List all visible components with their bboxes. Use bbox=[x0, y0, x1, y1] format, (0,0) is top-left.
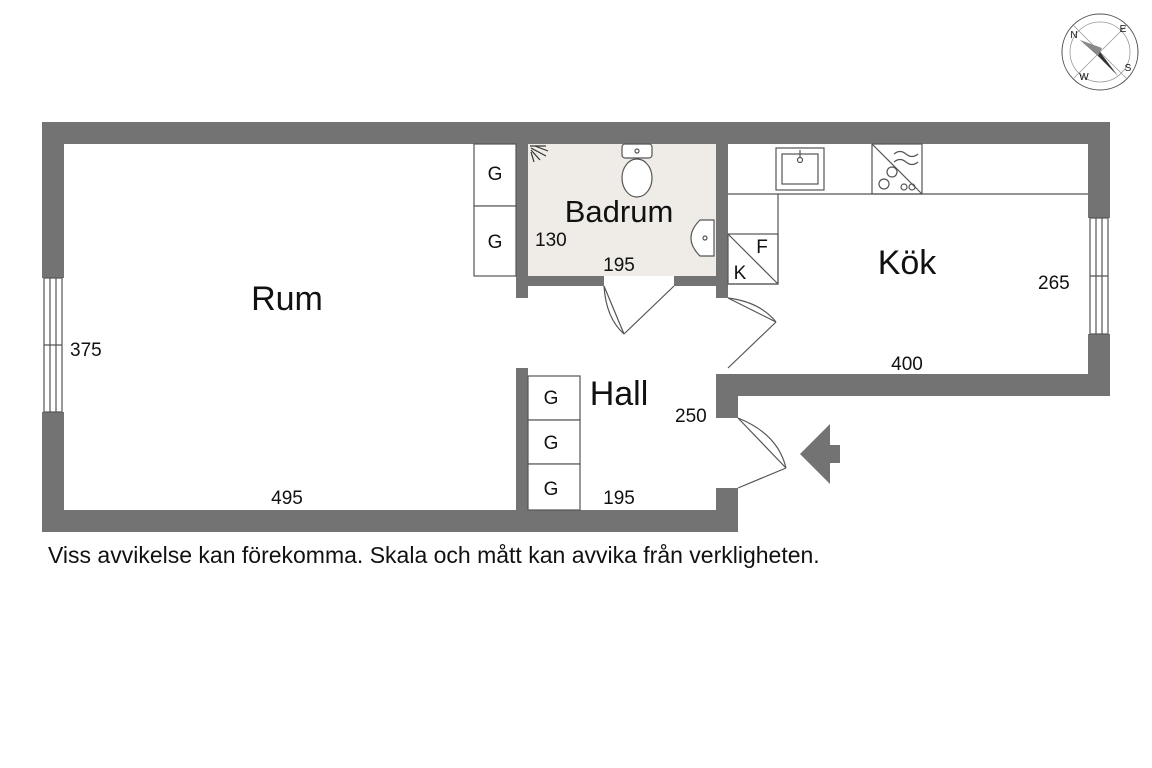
wall-kitchen-bottom bbox=[716, 374, 1110, 396]
dimension-rum-width: 495 bbox=[271, 488, 303, 509]
room-label-rum: Rum bbox=[251, 280, 323, 318]
wall-hall-right-upper bbox=[716, 374, 738, 418]
wall-bottom bbox=[42, 510, 738, 532]
compass-icon: N E S W bbox=[1061, 13, 1139, 91]
doors bbox=[603, 285, 787, 489]
dimension-rum-height: 375 bbox=[70, 340, 102, 361]
wall-left-lower bbox=[42, 412, 64, 532]
compass-west: W bbox=[1079, 72, 1089, 83]
dimension-badrum-height: 130 bbox=[535, 230, 567, 251]
storage-label: G bbox=[544, 433, 559, 454]
storage-rum-1 bbox=[473, 143, 517, 207]
storage-hall-3 bbox=[527, 463, 581, 511]
stove-icon bbox=[871, 143, 923, 195]
shower-icon bbox=[530, 145, 549, 163]
dimension-badrum-width: 195 bbox=[603, 255, 635, 276]
storage-label: G bbox=[544, 388, 559, 409]
dimension-hall-height: 250 bbox=[675, 406, 707, 427]
wall-top bbox=[42, 122, 1110, 144]
wall-rum-hall bbox=[516, 368, 528, 532]
dimension-kok-height: 265 bbox=[1038, 273, 1070, 294]
fridge-freezer bbox=[727, 233, 779, 285]
dimension-hall-width: 195 bbox=[603, 488, 635, 509]
windows bbox=[43, 217, 1109, 413]
compass-north: N bbox=[1070, 30, 1077, 41]
compass-east: E bbox=[1120, 24, 1127, 35]
storage-label: G bbox=[488, 232, 503, 253]
bathroom-fixtures bbox=[530, 143, 715, 257]
storage-units bbox=[473, 143, 581, 511]
room-label-kok: Kök bbox=[878, 244, 938, 282]
room-label-hall: Hall bbox=[590, 375, 649, 413]
bathroom-floor bbox=[528, 142, 716, 276]
wall-right-upper bbox=[1088, 122, 1110, 218]
wall-rum-bath bbox=[516, 122, 528, 298]
wall-hall-right-lower bbox=[716, 488, 738, 532]
entrance-arrow-icon bbox=[800, 424, 840, 484]
fridge-label: K bbox=[734, 263, 747, 284]
compass-south: S bbox=[1125, 63, 1132, 74]
storage-rum-2 bbox=[473, 205, 517, 277]
disclaimer-text: Viss avvikelse kan förekomma. Skala och … bbox=[48, 542, 820, 568]
freezer-label: F bbox=[756, 237, 768, 258]
wall-bath-kitchen bbox=[716, 122, 728, 298]
dimension-kok-width: 400 bbox=[891, 354, 923, 375]
kitchen-fixtures bbox=[727, 143, 1088, 285]
room-label-badrum: Badrum bbox=[565, 194, 674, 229]
sink-icon bbox=[775, 147, 825, 191]
walls bbox=[42, 122, 1110, 532]
wall-left-upper bbox=[42, 122, 64, 278]
wall-bath-bottom-right bbox=[674, 276, 728, 286]
wall-bath-bottom-left bbox=[516, 276, 604, 286]
storage-hall-2 bbox=[527, 419, 581, 465]
storage-label: G bbox=[544, 479, 559, 500]
storage-label: G bbox=[488, 164, 503, 185]
